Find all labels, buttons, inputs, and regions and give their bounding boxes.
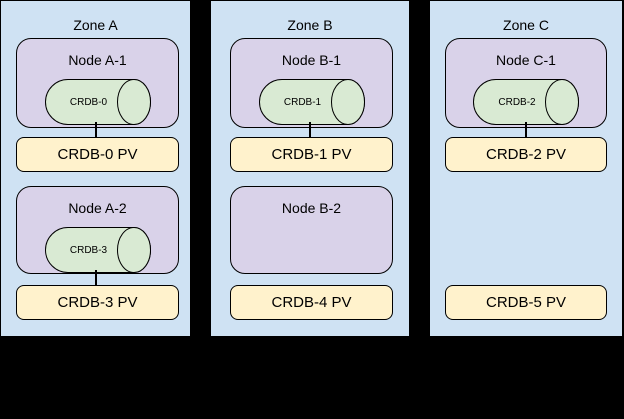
pv-crdb-3: CRDB-3 PV (16, 285, 179, 320)
pod-label: CRDB-2 (498, 96, 536, 108)
node-label: Node C-1 (496, 52, 556, 68)
node-label: Node A-1 (68, 52, 127, 68)
zone-a: Zone A Node A-1 CRDB-0 CRDB-0 PV Node A-… (0, 0, 191, 337)
node-a-1: Node A-1 CRDB-0 (16, 38, 179, 128)
node-label: Node B-2 (281, 200, 342, 216)
zone-label: Zone C (503, 17, 549, 33)
connector-line (525, 122, 527, 137)
pod-label: CRDB-3 (69, 244, 108, 256)
connector-line (309, 122, 311, 137)
database-cylinder-icon (44, 227, 151, 273)
node-label: Node B-1 (281, 52, 342, 68)
pod-label: CRDB-0 (69, 96, 108, 108)
node-a-2: Node A-2 CRDB-3 (16, 186, 179, 274)
pv-crdb-4: CRDB-4 PV (230, 285, 393, 320)
node-b-2: Node B-2 (230, 186, 393, 274)
connector-line (94, 270, 97, 285)
zone-label: Zone B (287, 17, 333, 33)
pv-crdb-0: CRDB-0 PV (16, 137, 179, 172)
node-c-1: Node C-1 CRDB-2 (445, 38, 607, 128)
pod-label: CRDB-1 (283, 96, 322, 108)
connector-line (94, 122, 97, 137)
database-cylinder-icon (473, 79, 579, 125)
crdb-1-pod-cylinder: CRDB-1 (258, 79, 365, 125)
pv-crdb-5: CRDB-5 PV (445, 285, 607, 320)
crdb-0-pod-cylinder: CRDB-0 (44, 79, 151, 125)
zone-b: Zone B Node B-1 CRDB-1 CRDB-1 PV Node B-… (210, 0, 410, 337)
node-label: Node A-2 (68, 200, 127, 216)
node-b-1: Node B-1 CRDB-1 (230, 38, 393, 128)
database-cylinder-icon (44, 79, 151, 125)
zone-label: Zone A (73, 17, 118, 33)
database-cylinder-icon (258, 79, 365, 125)
crdb-3-pod-cylinder: CRDB-3 (44, 227, 151, 273)
crdb-2-pod-cylinder: CRDB-2 (473, 79, 579, 125)
pv-crdb-2: CRDB-2 PV (445, 137, 607, 172)
zone-c: Zone C Node C-1 CRDB-2 CRDB-2 PV CRDB-5 … (429, 0, 623, 337)
pv-crdb-1: CRDB-1 PV (230, 137, 393, 172)
